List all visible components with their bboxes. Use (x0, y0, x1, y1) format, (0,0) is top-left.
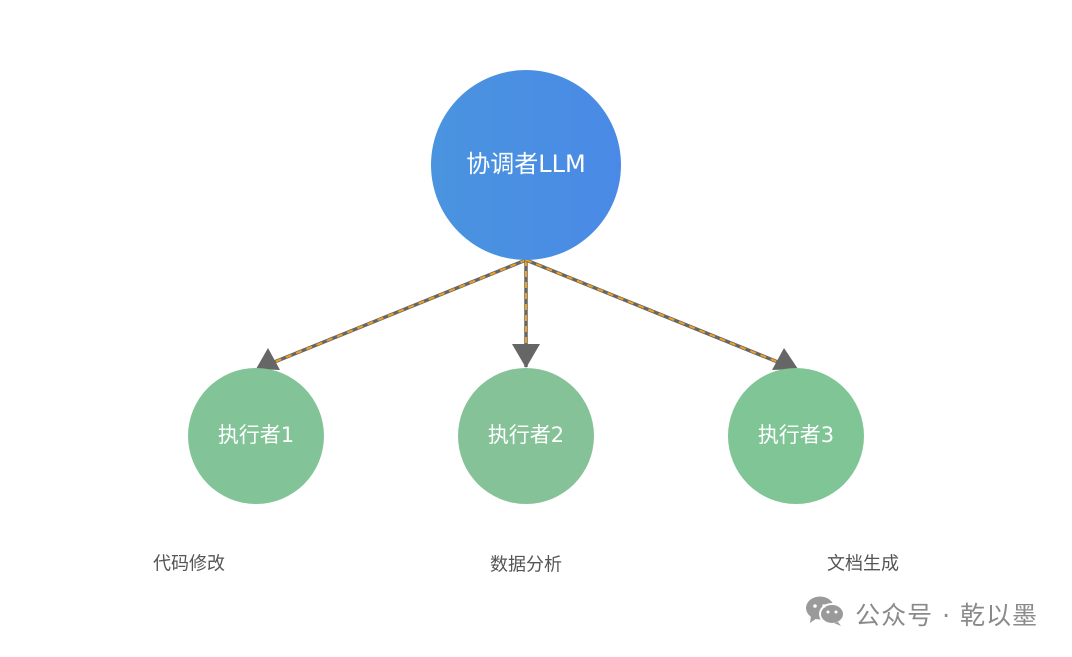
executor-circle-1 (188, 368, 324, 504)
arrowhead-executor-3 (772, 348, 798, 370)
coordinator-node: 协调者LLM (431, 70, 621, 260)
executor-node-1: 执行者1 (188, 368, 324, 504)
watermark: 公众号 · 乾以墨 (805, 595, 1038, 633)
arrowhead-executor-2 (512, 344, 540, 368)
task-caption-1: 代码修改 (153, 554, 225, 575)
executor-circle-2 (458, 368, 594, 504)
task-caption-3: 文档生成 (827, 554, 899, 575)
executor-node-3: 执行者3 (728, 368, 864, 504)
executor-label-3: 执行者3 (758, 423, 834, 447)
coordinator-label: 协调者LLM (466, 150, 585, 178)
executor-label-2: 执行者2 (488, 423, 564, 447)
arrowhead-executor-1 (256, 348, 280, 370)
edge-coordinator-executor-2 (512, 260, 540, 368)
edge-coordinator-executor-3 (525, 258, 798, 370)
executor-circle-3 (728, 368, 864, 504)
coordinator-circle (431, 70, 621, 260)
wechat-icon (805, 595, 846, 633)
watermark-text: 公众号 · 乾以墨 (855, 601, 1038, 630)
edge-coordinator-executor-1 (256, 258, 527, 370)
executor-node-2: 执行者2 (458, 368, 594, 504)
executor-label-1: 执行者1 (218, 423, 294, 447)
task-caption-2: 数据分析 (490, 555, 562, 576)
